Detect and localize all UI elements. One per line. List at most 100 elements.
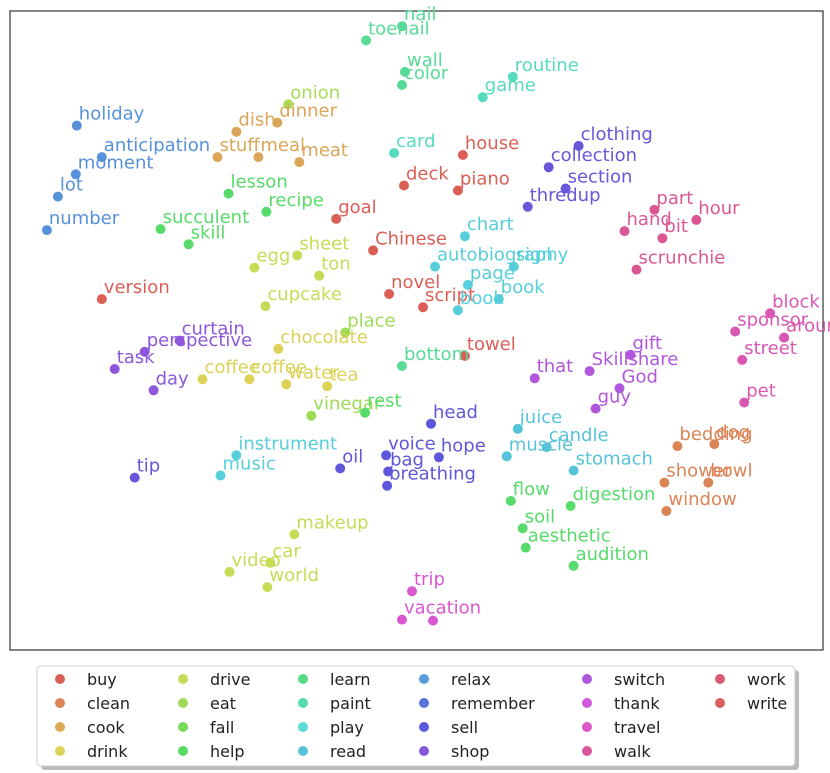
point-label: tip (137, 456, 160, 477)
scatter-point (779, 332, 790, 343)
legend-marker (55, 698, 65, 708)
scatter-point (418, 302, 428, 313)
point-label: chocolate (280, 327, 367, 348)
legend-marker (178, 674, 188, 684)
point-label: bit (664, 216, 687, 237)
point-label: task (117, 347, 155, 368)
point-label: Chinese (375, 228, 447, 249)
point-label: book (501, 277, 545, 298)
scatter-point (292, 250, 303, 261)
point-label: bag (390, 450, 424, 471)
scatter-point (314, 270, 325, 281)
scatter-point (709, 439, 720, 450)
legend-label: fall (210, 718, 234, 737)
scatter-point (384, 289, 395, 299)
point-label: ton (321, 254, 350, 275)
scatter-point (340, 327, 351, 338)
point-label: car (272, 541, 301, 562)
point-label: muscle (509, 434, 573, 455)
scatter-point (381, 450, 392, 461)
legend-label: travel (614, 718, 660, 737)
scatter-point (96, 152, 107, 163)
scatter-point (96, 294, 107, 305)
point-label: bedding (679, 424, 752, 445)
legend-label: walk (614, 742, 651, 761)
point-label: recipe (268, 190, 323, 211)
point-label: voice (388, 433, 436, 454)
scatter-point (614, 383, 625, 394)
point-label: rest (367, 391, 402, 412)
point-label: world (269, 565, 319, 586)
point-label: tea (329, 364, 358, 385)
legend-marker (55, 746, 65, 756)
scatter-point (129, 472, 140, 483)
point-label: skill (191, 222, 226, 243)
scatter-point (541, 442, 552, 453)
scatter-point (452, 305, 463, 316)
point-label: cupcake (267, 284, 342, 305)
scatter-point (294, 157, 305, 168)
scatter-point (322, 381, 333, 392)
legend-label: drive (210, 670, 251, 689)
scatter-point (520, 542, 531, 553)
scatter-point (508, 261, 519, 272)
point-label: bottom (404, 344, 469, 365)
scatter-point (331, 213, 342, 224)
point-label: version (104, 277, 170, 298)
scatter-point (283, 99, 294, 110)
legend-marker (582, 722, 592, 732)
scatter-point (223, 188, 234, 199)
legend-label: paint (330, 694, 371, 713)
scatter-point (625, 349, 636, 360)
point-label: onion (290, 82, 340, 103)
legend-label: clean (87, 694, 130, 713)
scatter-point (457, 150, 468, 160)
legend-label: read (330, 742, 366, 761)
legend-marker (178, 722, 188, 732)
scatter-point (517, 523, 528, 534)
point-label: egg (256, 246, 290, 267)
point-label: color (404, 63, 449, 84)
legend-label: learn (330, 670, 371, 689)
scatter-point (397, 614, 407, 625)
scatter-point (631, 264, 642, 275)
scatter-point (70, 169, 81, 180)
legend-label: work (747, 670, 786, 689)
scatter-point (397, 21, 407, 32)
point-label: hour (698, 198, 740, 219)
scatter-point (262, 582, 273, 593)
scatter-point (529, 373, 540, 384)
point-label: that (537, 356, 574, 377)
point-label: perspective (147, 330, 252, 351)
legend-label: cook (87, 718, 125, 737)
point-label: moment (78, 152, 154, 173)
scatter-point (765, 308, 776, 319)
scatter-point (148, 385, 159, 396)
scatter-point (389, 148, 400, 158)
scatter-point (183, 239, 194, 250)
point-label: part (656, 188, 693, 209)
point-label: hope (441, 435, 486, 456)
scatter-point (360, 407, 371, 418)
point-label: aesthetic (528, 526, 611, 547)
point-label: anticipation (104, 135, 210, 156)
point-label: clothing (581, 124, 653, 145)
point-label: candle (549, 425, 609, 446)
scatter-point (281, 379, 292, 390)
scatter-point (335, 463, 346, 474)
scatter-point (507, 71, 518, 82)
point-label: curtain (182, 319, 245, 340)
legend-label: switch (614, 670, 665, 689)
point-label: collection (551, 145, 637, 166)
point-label: place (347, 311, 395, 332)
scatter-point (739, 397, 750, 408)
point-label: wall (407, 50, 443, 71)
scatter-point (584, 366, 595, 377)
point-label: digestion (573, 484, 656, 505)
scatter-point (265, 557, 276, 568)
legend: buycleancookdrinkdriveeatfallhelplearnpa… (36, 665, 799, 770)
point-label: goal (338, 197, 376, 218)
point-label: street (744, 338, 797, 359)
point-label: water (288, 362, 340, 383)
